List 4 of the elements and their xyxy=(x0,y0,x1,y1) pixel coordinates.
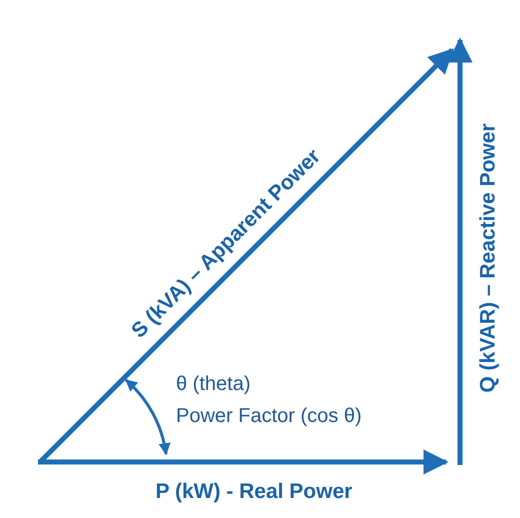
axis-label: Power Factor (cos θ) xyxy=(176,404,362,428)
axis-label: Q (kVAR) – Reactive Power xyxy=(476,123,500,393)
axis-label: P (kW) - Real Power xyxy=(156,480,352,504)
axis-label: θ (theta) xyxy=(176,372,250,396)
